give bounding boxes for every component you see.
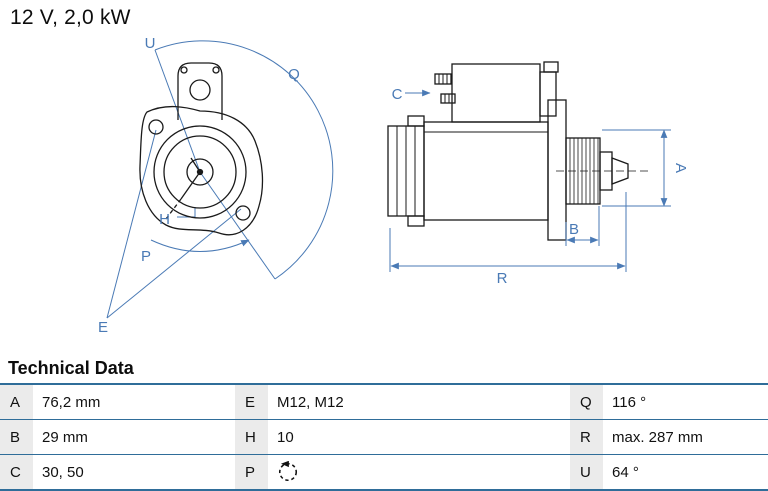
dim-label-u: U [145,35,156,52]
solenoid [451,63,541,123]
spec-value: max. 287 mm [603,420,768,454]
spec-value: M12, M12 [268,385,570,419]
angle-q-arc [154,40,334,280]
table-row: C 30, 50 P U 64 ° [0,455,768,491]
dim-label-h: H [159,211,170,228]
spec-key: P [235,455,268,489]
dim-label-a: A [672,163,689,173]
technical-drawing: U Q H P E [98,35,689,336]
spec-value: 10 [268,420,570,454]
spec-key: Q [570,385,603,419]
table-row: A 76,2 mm E M12, M12 Q 116 ° [0,385,768,420]
spec-key: U [570,455,603,489]
dim-label-r: R [497,270,508,287]
spec-key: B [0,420,33,454]
e-leader-line [106,208,242,319]
dim-label-e: E [98,319,108,336]
side-view: C A B R [387,61,689,287]
flange-hole [235,205,251,221]
motor-body [423,121,549,221]
flange-hole [148,119,164,135]
spec-value: 30, 50 [33,455,235,489]
table-row: B 29 mm H 10 R max. 287 mm [0,420,768,455]
spec-key: H [235,420,268,454]
spec-key: E [235,385,268,419]
mounting-lug [407,115,425,127]
spec-title: 12 V, 2,0 kW [10,6,131,29]
e-leader-line [106,129,157,319]
mounting-tab [177,62,223,120]
h-leader [177,207,196,218]
dim-label-b: B [569,221,579,238]
technical-data-table: A 76,2 mm E M12, M12 Q 116 ° B 29 mm H 1… [0,383,768,491]
spec-key: A [0,385,33,419]
technical-data-section: Technical Data A 76,2 mm E M12, M12 Q 11… [0,353,768,491]
dim-label-c: C [392,86,403,103]
spec-value: 116 ° [603,385,768,419]
spec-key: R [570,420,603,454]
technical-data-heading: Technical Data [8,358,134,378]
front-view-part [139,62,264,236]
spec-value: 76,2 mm [33,385,235,419]
side-view-part [387,61,648,241]
spec-value: 29 mm [33,420,235,454]
mounting-flange [139,105,264,236]
spec-value: 64 ° [603,455,768,489]
rotation-ccw-icon [278,461,298,482]
mounting-lug [407,215,425,227]
front-view: U Q H P E [98,35,334,336]
terminal-stud [440,93,456,104]
dim-label-q: Q [288,66,300,83]
spec-key: C [0,455,33,489]
side-view-dimensions [389,89,671,272]
flange-plate [547,99,567,241]
spec-value [268,455,570,489]
rotation-p-arc [150,239,250,252]
dim-label-p: P [141,248,151,265]
